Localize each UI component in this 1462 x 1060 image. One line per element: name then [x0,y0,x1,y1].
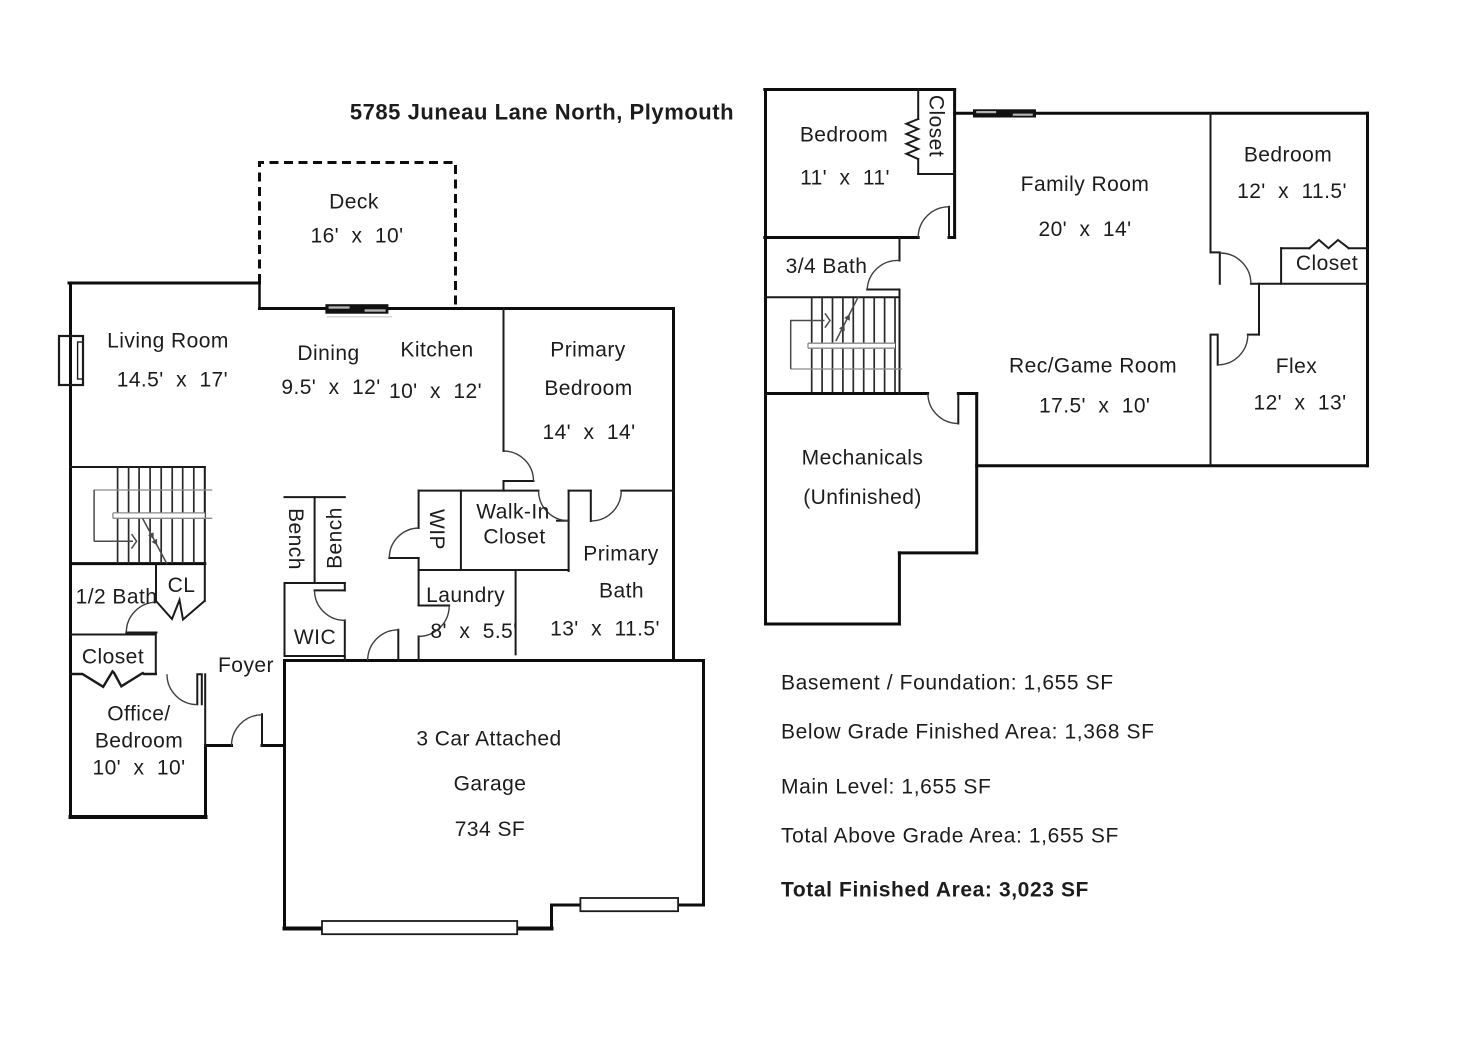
svg-text:Basement / Foundation: 1,655 S: Basement / Foundation: 1,655 SF [781,672,1114,695]
svg-text:Total Above Grade Area: 1,655: Total Above Grade Area: 1,655 SF [781,825,1119,848]
svg-text:Main Level: 1,655 SF: Main Level: 1,655 SF [781,776,991,799]
svg-text:Bench: Bench [324,507,347,569]
svg-text:Bedroom: Bedroom [544,377,632,400]
svg-text:Dining: Dining [297,342,359,365]
svg-text:12' x 11.5': 12' x 11.5' [1237,180,1347,203]
svg-text:9.5' x 12': 9.5' x 12' [281,376,380,399]
svg-text:Bedroom: Bedroom [1244,144,1332,167]
svg-text:20' x 14': 20' x 14' [1039,218,1132,241]
svg-text:Closet: Closet [925,95,948,157]
svg-text:Walk-In: Walk-In [476,501,550,524]
svg-text:CL: CL [168,574,196,597]
svg-text:Deck: Deck [329,191,379,214]
svg-text:Laundry: Laundry [426,584,505,607]
svg-text:Bath: Bath [599,580,644,603]
svg-text:16' x 10': 16' x 10' [311,225,404,248]
svg-text:Kitchen: Kitchen [400,339,473,362]
svg-text:Living Room: Living Room [107,330,229,353]
svg-text:14' x 14': 14' x 14' [543,421,636,444]
svg-text:Rec/Game Room: Rec/Game Room [1009,355,1177,378]
svg-text:13' x 11.5': 13' x 11.5' [550,618,660,641]
svg-text:17.5' x 10': 17.5' x 10' [1039,395,1150,418]
svg-text:3 Car Attached: 3 Car Attached [416,727,561,750]
svg-text:Mechanicals: Mechanicals [802,447,924,470]
svg-text:Closet: Closet [1296,252,1358,275]
svg-text:Flex: Flex [1276,355,1318,378]
svg-text:11' x 11': 11' x 11' [800,167,890,190]
svg-text:3/4 Bath: 3/4 Bath [786,255,868,278]
svg-text:WIP: WIP [425,509,448,550]
svg-text:Garage: Garage [454,773,527,796]
svg-text:Office/: Office/ [107,703,170,726]
svg-text:734 SF: 734 SF [455,818,525,841]
svg-text:(Unfinished): (Unfinished) [803,486,922,509]
svg-text:5785 Juneau Lane North, Plymou: 5785 Juneau Lane North, Plymouth [350,99,734,124]
svg-text:Bedroom: Bedroom [95,730,183,753]
svg-text:8' x 5.5': 8' x 5.5' [430,620,517,643]
svg-text:10' x 10': 10' x 10' [93,757,186,780]
svg-text:Closet: Closet [82,646,144,669]
svg-text:WIC: WIC [294,626,336,649]
svg-text:Below Grade Finished Area: 1,3: Below Grade Finished Area: 1,368 SF [781,721,1155,744]
svg-text:Primary: Primary [550,339,626,362]
svg-text:Closet: Closet [483,526,545,549]
svg-text:14.5' x 17': 14.5' x 17' [117,369,228,392]
svg-text:Bedroom: Bedroom [800,124,888,147]
svg-text:1/2 Bath: 1/2 Bath [76,586,158,609]
svg-text:Foyer: Foyer [218,654,274,677]
svg-text:10' x 12': 10' x 12' [389,380,482,403]
svg-text:12' x 13': 12' x 13' [1254,392,1347,415]
svg-text:Bench: Bench [284,508,307,570]
svg-text:Total Finished Area: 3,023 SF: Total Finished Area: 3,023 SF [781,879,1089,902]
svg-text:Primary: Primary [583,543,659,566]
svg-text:Family Room: Family Room [1021,173,1150,196]
